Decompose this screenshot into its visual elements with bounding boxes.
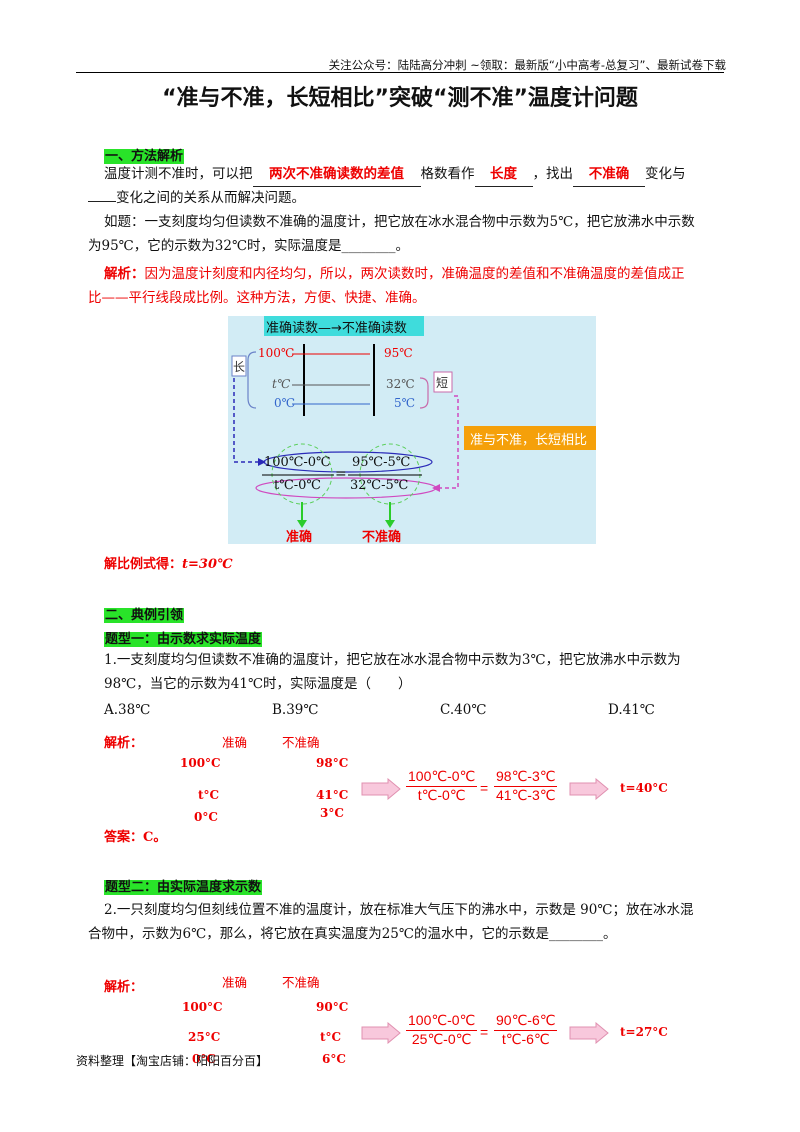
q2-analysis-label: 解析：: [104, 980, 144, 995]
analysis-line-1: 解析：因为温度计刻度和内径均匀，所以，两次读数时，准确温度的差值和不准确温度的差…: [104, 266, 685, 282]
page-title: “准与不准，长短相比”突破“测不准”温度计问题: [162, 86, 638, 111]
right-green-circle: [359, 443, 421, 505]
callout-text: 准与不准，长短相比: [470, 433, 588, 448]
blank-1: 两次不准确读数的差值: [252, 162, 421, 187]
q2-accurate-0: 0°C: [192, 1052, 216, 1066]
blue-dashed-arrow: [233, 378, 258, 463]
proportion-diagram: 准确读数—→不准确读数 长 短 100℃ t℃ 0℃ 95℃ 32℃ 5℃ 准与…: [228, 316, 596, 545]
q2-col-inaccurate: 不准确: [282, 975, 320, 990]
section-heading-examples: 二、典例引领: [104, 608, 185, 623]
q2-result: t=27°C: [620, 1025, 668, 1039]
callout-bg: [464, 426, 596, 450]
q1-option-b: B.39℃: [272, 702, 319, 718]
bottom-label-inaccurate: 不准确: [362, 530, 402, 545]
diagram-top-label: 准确读数—→不准确读数: [266, 321, 407, 336]
q2-accurate-25: 25°C: [188, 1030, 221, 1044]
q1-answer: 答案：C。: [104, 830, 167, 845]
method-paragraph: 温度计测不准时，可以把两次不准确读数的差值格数看作长度，找出不准确变化与: [104, 162, 724, 187]
diagram-graphics: [231, 316, 596, 528]
frac-left-num: 100℃-0℃: [264, 455, 331, 470]
q2-accurate-100: 100°C: [182, 1000, 223, 1014]
q1-line-1: 1.一支刻度均匀但读数不准确的温度计，把它放在冰水混合物中示数为3℃，把它放沸水…: [104, 652, 681, 668]
q2-inaccurate-6: 6°C: [322, 1052, 346, 1066]
q2-line-2: 合物中，示数为6℃，那么，将它放在真实温度为25℃的温水中，它的示数是_____…: [88, 926, 617, 942]
frac-right-den: 32℃-5℃: [350, 478, 409, 493]
green-arrow-right: [385, 520, 395, 528]
q1-col-accurate: 准确: [222, 735, 248, 750]
q2-inaccurate-90: 90°C: [316, 1000, 349, 1014]
denominator-ellipse: [255, 477, 437, 499]
q1-option-d: D.41℃: [608, 702, 655, 718]
short-label: 短: [436, 376, 449, 390]
short-label-box: [433, 371, 453, 393]
q1-option-c: C.40℃: [440, 702, 487, 718]
green-arrow-left: [297, 520, 307, 528]
q2-frac-left: 100℃-0℃ 25℃-0℃: [406, 1012, 478, 1047]
top-label-bg: [264, 316, 424, 336]
method-paragraph-2: 变化之间的关系从而解决问题。: [88, 186, 708, 210]
q1-col-inaccurate: 不准确: [282, 735, 320, 750]
page-header: 关注公众号：陆陆高分冲刺 ~领取：最新版“小中高考-总复习”、最新试卷下载: [328, 58, 726, 72]
section-heading-method: 一、方法解析: [104, 149, 185, 164]
q1-frac-right: 98℃-3℃ 41℃-3℃: [494, 768, 558, 803]
long-label: 长: [233, 360, 246, 374]
q2-line-1: 2.一只刻度均匀但刻线位置不准的温度计，放在标准大气压下的沸水中，示数是 90℃…: [104, 902, 694, 918]
left-val-0: 0℃: [274, 396, 296, 410]
q1-frac-eq: =: [480, 780, 489, 796]
q1-arrow-1: [361, 778, 401, 800]
header-divider: [76, 72, 724, 73]
blank-2: 长度: [474, 162, 533, 187]
blank-3: 不准确: [573, 162, 645, 187]
right-val-95: 95℃: [384, 346, 413, 360]
frac-eq: =: [335, 466, 347, 482]
q1-accurate-t: t°C: [198, 788, 220, 802]
q1-result: t=40°C: [620, 781, 668, 795]
q2-frac-eq: =: [480, 1024, 489, 1040]
q2-frac-right: 90℃-6℃ t℃-6℃: [494, 1012, 558, 1047]
long-brace: [247, 351, 257, 409]
q2-inaccurate-t: t°C: [320, 1030, 342, 1044]
blank-4: [88, 201, 116, 202]
left-green-circle: [271, 443, 333, 505]
q1-arrow-2: [569, 778, 609, 800]
frac-left-den: t℃-0℃: [274, 478, 321, 493]
q1-accurate-100: 100°C: [180, 756, 221, 770]
short-brace: [419, 377, 429, 409]
example-line-1: 如题：一支刻度均匀但读数不准确的温度计，把它放在冰水混合物中示数为5℃，把它放沸…: [104, 214, 695, 230]
page-footer: 资料整理【淘宝店铺：阳阳百分百】: [76, 1054, 269, 1068]
long-label-box: [231, 355, 247, 377]
q1-inaccurate-98: 98°C: [316, 756, 349, 770]
right-val-32: 32℃: [386, 377, 415, 391]
q1-inaccurate-3: 3°C: [320, 806, 344, 820]
q1-option-a: A.38℃: [104, 702, 151, 718]
q1-analysis-label: 解析：: [104, 736, 144, 751]
example-line-2: 为95℃，它的示数为32℃时，实际温度是________。: [88, 238, 410, 254]
q2-arrow-1: [361, 1022, 401, 1044]
analysis-line-2: 比——平行线段成比例。这种方法，方便、快捷、准确。: [88, 290, 426, 306]
q1-frac-left: 100℃-0℃ t℃-0℃: [406, 768, 478, 803]
frac-right-num: 95℃-5℃: [352, 455, 411, 470]
q1-accurate-0: 0°C: [194, 810, 218, 824]
q2-col-accurate: 准确: [222, 975, 248, 990]
right-val-5: 5℃: [394, 396, 416, 410]
numerator-ellipse: [263, 451, 433, 473]
bottom-label-accurate: 准确: [286, 530, 313, 545]
q1-line-2: 98℃，当它的示数为41℃时，实际温度是（ ）: [104, 676, 412, 692]
type1-heading: 题型一：由示数求实际温度: [104, 632, 263, 647]
pink-dashed-arrow: [440, 395, 459, 489]
q2-arrow-2: [569, 1022, 609, 1044]
q1-inaccurate-41: 41°C: [316, 788, 349, 802]
type2-heading: 题型二：由实际温度求示数: [104, 880, 263, 895]
left-val-t: t℃: [272, 377, 291, 391]
left-val-100: 100℃: [258, 346, 295, 360]
method-result: 解比例式得：t=30℃: [104, 557, 233, 572]
